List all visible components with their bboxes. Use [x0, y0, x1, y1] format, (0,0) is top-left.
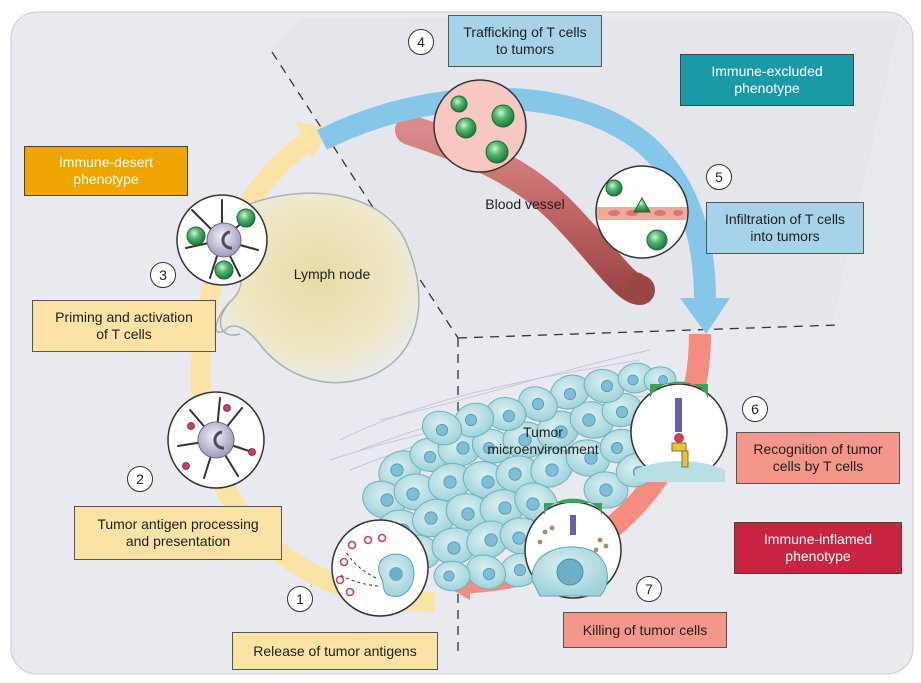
- tumor-cell-nucleus: [390, 463, 404, 477]
- inset-killing: [524, 498, 622, 599]
- tumor-cell-nucleus: [482, 441, 496, 455]
- tumor-cell-nucleus: [512, 531, 526, 545]
- tumor-cell-nucleus: [600, 379, 614, 393]
- tumor-cell-nucleus: [461, 507, 475, 521]
- tumor-cell-nucleus: [447, 541, 461, 555]
- inset-recognition: [630, 381, 728, 482]
- phenotype-desert-label: Immune-desert phenotype: [24, 146, 188, 196]
- step-1-number: 1: [287, 586, 313, 612]
- tumor-cell-nucleus: [526, 497, 540, 511]
- tumor-cell-nucleus: [615, 405, 629, 419]
- phenotype-inflamed-label: Immune-inflamed phenotype: [734, 522, 902, 574]
- lymph-node-label: Lymph node: [293, 266, 371, 282]
- tumor-cell-nucleus: [582, 413, 596, 427]
- tumor-cell-nucleus: [599, 483, 613, 497]
- step-2-label: Tumor antigen processing and presentatio…: [74, 506, 282, 560]
- region-divider-lines: [271, 51, 839, 655]
- step-6-number: 6: [742, 396, 768, 422]
- phenotype-excluded-label: Immune-excluded phenotype: [680, 54, 854, 106]
- tumor-cell-nucleus: [554, 425, 568, 439]
- step-7-number: 7: [636, 576, 662, 602]
- tumor-cell-nucleus: [513, 563, 527, 577]
- step-5-number: 5: [706, 164, 732, 190]
- tumor-cell-nucleus: [482, 567, 496, 581]
- tumor-cell-nucleus: [563, 387, 577, 401]
- tumor-cell-nucleus: [464, 413, 478, 427]
- blue-arrowhead: [680, 298, 730, 334]
- inset-antigen-release: [331, 519, 429, 617]
- tumor-cell-nucleus: [627, 374, 639, 386]
- tumor-cell-nucleus: [406, 487, 420, 501]
- tumor-cell-nucleus: [435, 423, 449, 437]
- step-3-number: 3: [150, 262, 176, 288]
- inset-priming: [176, 194, 268, 286]
- tumor-microenvironment-label: Tumor microenvironment: [487, 424, 599, 457]
- step-2-number: 2: [127, 466, 153, 492]
- step-4-label: Trafficking of T cells to tumors: [448, 15, 602, 67]
- step-5-label: Infiltration of T cells into tumors: [706, 202, 864, 254]
- tumor-cell-nucleus: [508, 467, 522, 481]
- step-4-number: 4: [408, 29, 434, 55]
- tumor-cell-nucleus: [456, 441, 470, 455]
- tumor-cell-nucleus: [424, 511, 438, 525]
- tumor-cell-nucleus: [380, 493, 394, 507]
- tumor-cell-nucleus: [531, 397, 545, 411]
- tumor-cell-nucleus: [584, 451, 598, 465]
- tumor-cell-nucleus: [423, 450, 437, 464]
- step-3-label: Priming and activation of T cells: [32, 300, 216, 352]
- tumor-cell-nucleus: [518, 433, 532, 447]
- inset-antigen-presentation: [167, 391, 265, 489]
- tumor-cell-nucleus: [481, 475, 495, 489]
- inset-tcell-infiltration: [595, 165, 689, 259]
- tumor-cell-nucleus: [443, 570, 455, 582]
- tumor-cell-nucleus: [658, 375, 668, 385]
- tumor-cell-nucleus: [610, 441, 624, 455]
- step-1-label: Release of tumor antigens: [232, 632, 438, 670]
- step-6-label: Recognition of tumor cells by T cells: [736, 432, 900, 484]
- inset-tcell-trafficking: [433, 79, 527, 173]
- tumor-cell-nucleus: [545, 463, 559, 477]
- tumor-cell-nucleus: [484, 533, 498, 547]
- step-7-label: Killing of tumor cells: [563, 612, 727, 648]
- tumor-cell-nucleus: [443, 475, 457, 489]
- blue-cycle-arrow: [317, 87, 716, 301]
- tumor-cell-nucleus: [498, 501, 512, 515]
- blood-vessel-label: Blood vessel: [485, 196, 565, 212]
- tumor-cell-nucleus: [502, 409, 516, 423]
